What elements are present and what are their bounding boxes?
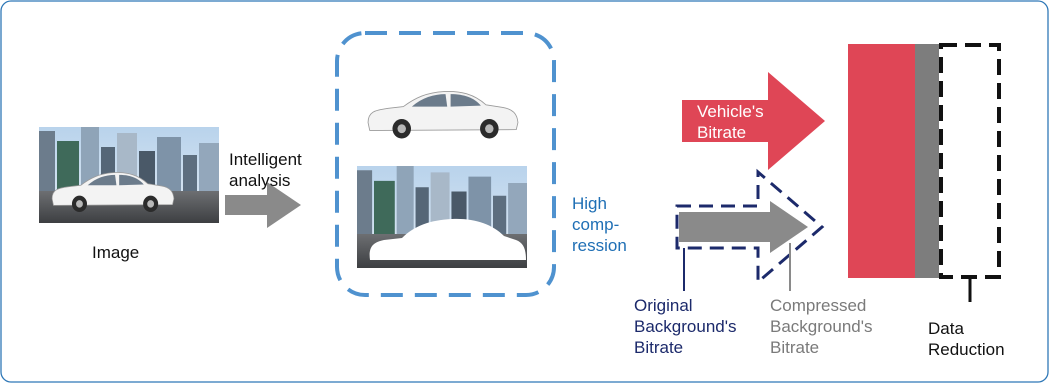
vehicle-bitrate-label: Vehicle's Bitrate <box>697 102 764 142</box>
background-image <box>357 166 527 268</box>
input-image <box>39 127 219 223</box>
original-background-arrow <box>675 168 825 286</box>
intelligent-analysis-label: Intelligent analysis <box>229 150 302 190</box>
compressed-background-block <box>915 44 939 278</box>
high-compression-label: High comp- ression <box>572 194 627 255</box>
vehicle-bitrate-arrow <box>682 72 825 170</box>
image-label: Image <box>92 243 140 262</box>
separation-dashed-box <box>335 31 556 297</box>
original-background-bitrate-label: Original Background's Bitrate <box>634 296 737 357</box>
analysis-arrow <box>225 182 301 228</box>
car-icon <box>367 90 519 139</box>
data-reduction-box <box>939 43 1001 279</box>
car-silhouette-mask-icon <box>369 218 526 260</box>
data-reduction-label: Data Reduction <box>928 319 1005 359</box>
vehicle-bitrate-block <box>848 44 915 278</box>
compressed-background-bitrate-label: Compressed Background's Bitrate <box>770 296 873 357</box>
compressed-background-arrow <box>679 201 808 253</box>
